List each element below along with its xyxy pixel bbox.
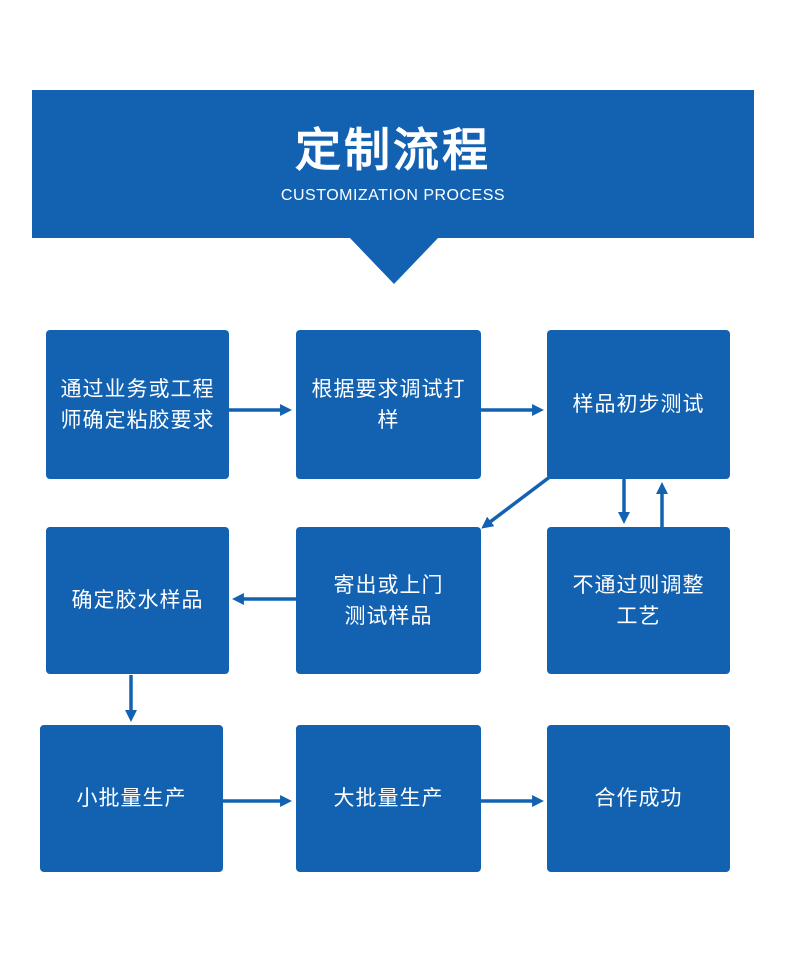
step-box-send-sample: 寄出或上门测试样品 xyxy=(296,527,481,674)
step-box-small-batch: 小批量生产 xyxy=(40,725,223,872)
step-label: 样品初步测试 xyxy=(572,392,705,416)
step-box-success: 合作成功 xyxy=(547,725,730,872)
step-label: 合作成功 xyxy=(594,786,683,810)
step-label: 寄出或上门测试样品 xyxy=(333,572,444,628)
step-label: 根据要求调试打样 xyxy=(311,376,466,432)
step-box-mass-production: 大批量生产 xyxy=(296,725,481,872)
step-label: 小批量生产 xyxy=(76,786,187,810)
banner-pointer xyxy=(349,237,439,284)
arrow-step3-to-step4 xyxy=(481,474,553,529)
step-label: 大批量生产 xyxy=(333,786,444,810)
step-box-confirm-sample: 确定胶水样品 xyxy=(46,527,229,674)
step-box-initial-test: 样品初步测试 xyxy=(547,330,730,479)
page-subtitle: CUSTOMIZATION PROCESS xyxy=(280,187,506,204)
step-label: 不通过则调整工艺 xyxy=(572,572,705,628)
header-banner xyxy=(32,90,754,238)
step-label: 确定胶水样品 xyxy=(71,588,204,612)
step-box-adjust-process: 不通过则调整工艺 xyxy=(547,527,730,674)
step-box-requirements: 通过业务或工程师确定粘胶要求 xyxy=(46,330,229,479)
page-title: 定制流程 xyxy=(295,123,491,177)
step-box-sampling: 根据要求调试打样 xyxy=(296,330,481,479)
step-label: 通过业务或工程师确定粘胶要求 xyxy=(60,376,215,432)
